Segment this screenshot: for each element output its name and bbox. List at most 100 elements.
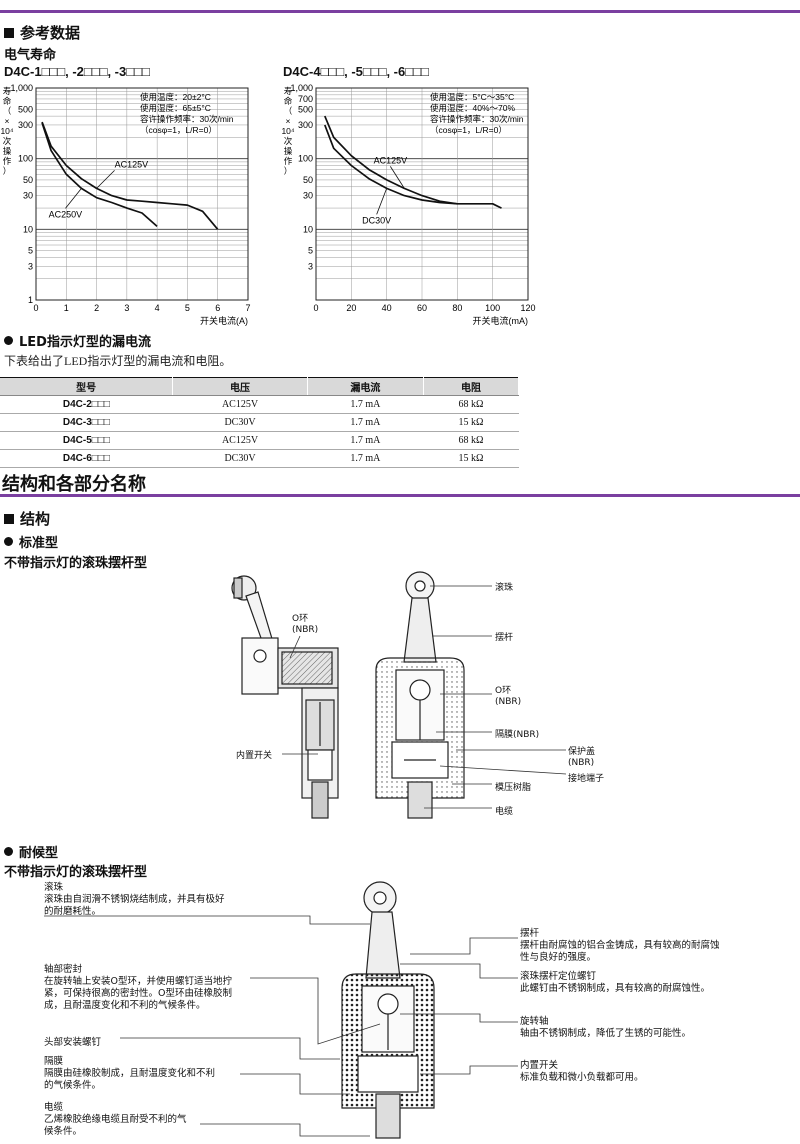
series-label-leader bbox=[389, 166, 405, 189]
desc-line: 的耐磨耗性。 bbox=[44, 906, 102, 917]
series-label: AC250V bbox=[49, 209, 83, 219]
subtitle-electrical-life: 电气寿命 bbox=[4, 48, 57, 63]
standard-heading: 标准型 bbox=[4, 532, 58, 551]
led-title: LED指示灯型的漏电流 bbox=[19, 335, 151, 350]
desc-line: 的气候条件。 bbox=[44, 1080, 102, 1091]
cell-voltage: AC125V bbox=[172, 431, 308, 450]
desc-title: 旋转轴 bbox=[520, 1016, 549, 1027]
cell-leakage: 1.7 mA bbox=[307, 431, 424, 450]
series-label: AC125V bbox=[374, 155, 408, 165]
cell-leakage: 1.7 mA bbox=[307, 395, 424, 414]
desc-line: 轴由不锈钢制成，降低了生锈的可能性。 bbox=[520, 1028, 692, 1039]
col-header-model: 型号 bbox=[0, 377, 174, 396]
desc-lever: 摆杆 摆杆由耐腐蚀的铝合金铸成，具有较高的耐腐蚀 性与良好的强度。 bbox=[520, 928, 720, 964]
cell-resistance: 68 kΩ bbox=[423, 395, 519, 414]
weather-title: 耐候型 bbox=[19, 846, 59, 861]
y-tick-label: 10 bbox=[303, 224, 313, 234]
desc-line: 滚珠由自润滑不锈钢烧结制成，并具有极好 bbox=[44, 894, 225, 905]
cover-text: 保护盖 bbox=[568, 747, 596, 757]
section2-title: 结构和各部分名称 bbox=[2, 474, 146, 495]
y-axis-label: 次 bbox=[3, 136, 12, 146]
y-tick-label: 5 bbox=[28, 246, 33, 256]
x-tick-label: 60 bbox=[417, 303, 427, 313]
y-axis-label: 操 bbox=[284, 146, 293, 156]
x-tick-label: 0 bbox=[313, 303, 318, 313]
desc-line: 紧，可保持很高的密封性。O型环由硅橡胶制 bbox=[44, 988, 232, 999]
chart-right-title: D4C-4□□□, -5□□□, -6□□□ bbox=[283, 64, 429, 79]
y-tick-label: 5 bbox=[308, 246, 313, 256]
x-tick-label: 2 bbox=[94, 303, 99, 313]
y-axis-label: 寿 bbox=[3, 86, 12, 96]
y-tick-label: 1 bbox=[28, 295, 33, 305]
series-line bbox=[41, 122, 158, 228]
top-accent-bar bbox=[0, 10, 800, 13]
x-tick-label: 80 bbox=[452, 303, 462, 313]
col-header-resistance: 电阻 bbox=[423, 377, 519, 396]
cell-model: D4C-5□□□ bbox=[0, 431, 173, 450]
y-axis-label: 作 bbox=[284, 156, 293, 166]
x-tick-label: 120 bbox=[520, 303, 535, 313]
y-tick-label: 50 bbox=[23, 175, 33, 185]
y-axis-label: （ bbox=[3, 106, 12, 116]
cell-leakage: 1.7 mA bbox=[307, 413, 424, 432]
cell-resistance: 15 kΩ bbox=[423, 413, 519, 432]
y-axis-label: 寿 bbox=[284, 86, 293, 96]
y-tick-label: 30 bbox=[303, 191, 313, 201]
chart-left-title: D4C-1□□□, -2□□□, -3□□□ bbox=[4, 64, 150, 79]
plot-frame bbox=[35, 87, 249, 301]
label-cover: 保护盖(NBR) bbox=[568, 747, 595, 769]
y-axis-label: × bbox=[286, 116, 291, 126]
label-o-ring-left: O环(NBR) bbox=[292, 614, 318, 636]
desc-line: 在旋转轴上安装O型环，并使用螺钉适当地拧 bbox=[44, 976, 232, 987]
desc-line: 摆杆由耐腐蚀的铝合金铸成，具有较高的耐腐蚀 bbox=[520, 940, 720, 951]
series-line bbox=[324, 115, 502, 209]
desc-builtin-switch: 内置开关 标准负载和微小负载都可用。 bbox=[520, 1060, 644, 1084]
y-axis-label: 10⁴ bbox=[0, 126, 13, 136]
cell-voltage: AC125V bbox=[172, 395, 308, 414]
label-lever: 摆杆 bbox=[495, 633, 514, 643]
cell-voltage: DC30V bbox=[172, 449, 308, 468]
section-heading-reference: 参考数据 bbox=[4, 22, 80, 43]
condition-text: 容许操作频率：30次/min bbox=[430, 114, 524, 124]
label-resin: 模压树脂 bbox=[495, 783, 532, 793]
y-axis-label: ） bbox=[3, 166, 12, 176]
square-bullet-icon bbox=[4, 28, 14, 38]
y-tick-label: 1,000 bbox=[10, 83, 33, 93]
desc-head-screw: 头部安装螺钉 bbox=[44, 1034, 101, 1048]
condition-text: 使用温度：20±2°C bbox=[140, 92, 211, 102]
y-axis-label: 操 bbox=[3, 146, 12, 156]
desc-roller: 滚珠 滚珠由自润滑不锈钢烧结制成，并具有极好 的耐磨耗性。 bbox=[44, 882, 225, 918]
series-label: AC125V bbox=[115, 159, 149, 169]
col-header-leakage: 漏电流 bbox=[307, 377, 425, 396]
desc-line: 性与良好的强度。 bbox=[520, 952, 597, 963]
table-header-row: 型号 电压 漏电流 电阻 bbox=[0, 377, 519, 396]
dot-bullet-icon bbox=[4, 537, 13, 546]
x-tick-label: 7 bbox=[245, 303, 250, 313]
y-tick-label: 10 bbox=[23, 224, 33, 234]
desc-line: 成，且耐温度变化和不利的气候条件。 bbox=[44, 1000, 206, 1011]
desc-shaft-seal: 轴部密封 在旋转轴上安装O型环，并使用螺钉适当地拧 紧，可保持很高的密封性。O型… bbox=[44, 964, 232, 1012]
square-bullet-icon bbox=[4, 514, 14, 524]
y-tick-label: 500 bbox=[18, 104, 33, 114]
y-tick-label: 300 bbox=[298, 120, 313, 130]
y-tick-label: 700 bbox=[298, 94, 313, 104]
section-title: 参考数据 bbox=[20, 24, 81, 42]
desc-shaft: 旋转轴 轴由不锈钢制成，降低了生锈的可能性。 bbox=[520, 1016, 691, 1040]
y-axis-label: 作 bbox=[3, 156, 12, 166]
standard-switch-drawing bbox=[231, 571, 465, 819]
y-axis-label: 命 bbox=[3, 96, 12, 106]
y-axis-label: ） bbox=[284, 166, 293, 176]
desc-diaphragm: 隔膜 隔膜由硅橡胶制成，且耐温度变化和不利 的气候条件。 bbox=[44, 1056, 215, 1092]
x-tick-label: 20 bbox=[346, 303, 356, 313]
y-axis-label: 命 bbox=[284, 96, 293, 106]
desc-line: 候条件。 bbox=[44, 1126, 83, 1137]
nbr-text: (NBR) bbox=[568, 758, 595, 768]
series-label-leader bbox=[65, 188, 82, 209]
x-axis-label: 开关电流(A) bbox=[200, 315, 248, 326]
section-view-illustration bbox=[375, 571, 465, 819]
y-axis-label: （ bbox=[284, 106, 293, 116]
